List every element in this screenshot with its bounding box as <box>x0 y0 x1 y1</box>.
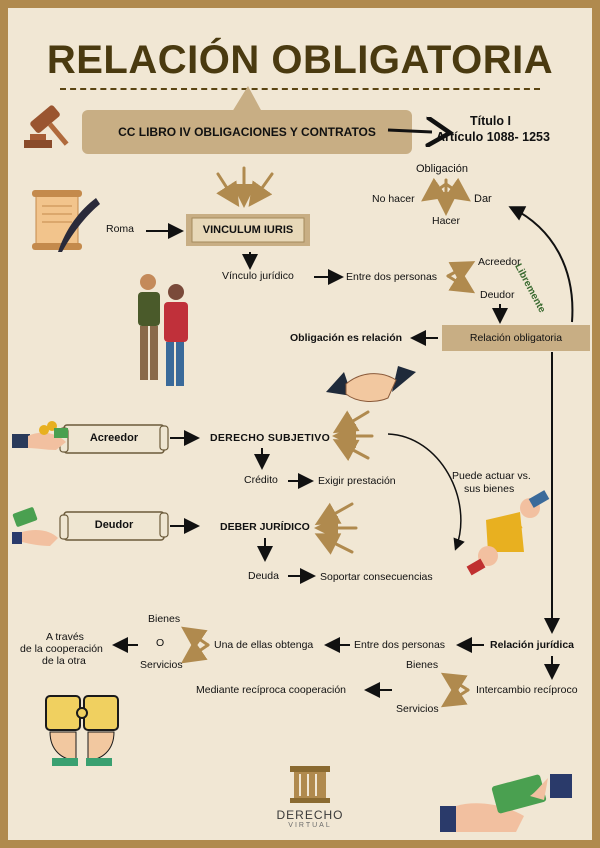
obligacion-es-relacion-label: Obligación es relación <box>290 332 403 344</box>
hand-money-icon <box>12 421 68 450</box>
entre-dos-personas-label: Entre dos personas <box>346 271 438 283</box>
vs-fists-icon <box>466 490 550 576</box>
a-traves-label-1: A través <box>46 631 84 643</box>
derecho-subjetivo-label: DERECHO SUBJETIVO <box>210 432 331 444</box>
deudor-label: Deudor <box>480 289 515 301</box>
bienes-label-2: Bienes <box>406 659 439 671</box>
deudor-box-label: Deudor <box>94 519 134 531</box>
vinculo-juridico-label: Vínculo jurídico <box>222 270 294 282</box>
handshake-icon <box>326 366 416 402</box>
hands-cash-icon <box>12 507 58 546</box>
a-traves-label-3: de la otra <box>42 655 86 667</box>
gavel-icon <box>24 105 69 148</box>
roma-label: Roma <box>106 223 135 235</box>
entre-dos-personas-label-2: Entre dos personas <box>354 639 446 651</box>
servicios-label-2: Servicios <box>396 703 439 715</box>
relacion-juridica-label: Relación jurídica <box>490 639 575 651</box>
intercambio-reciproco-label: Intercambio recíproco <box>476 684 578 696</box>
bienes-label-1: Bienes <box>148 613 181 625</box>
obligacion-label: Obligación <box>416 163 468 175</box>
exigir-prestacion-label: Exigir prestación <box>318 475 396 487</box>
puede-actuar-label-2: sus bienes <box>464 483 515 495</box>
acreedor-label: Acreedor <box>478 256 521 268</box>
soportar-consecuencias-label: Soportar consecuencias <box>320 571 433 583</box>
una-de-ellas-label: Una de ellas obtenga <box>214 639 314 651</box>
servicios-label-1: Servicios <box>140 659 183 671</box>
dar-label: Dar <box>474 193 492 205</box>
relacion-obligatoria-label: Relación obligatoria <box>469 332 563 344</box>
deuda-label: Deuda <box>248 570 279 582</box>
column-logo-icon <box>290 766 330 803</box>
vinculum-iuris-label: VINCULUM IURIS <box>202 224 294 236</box>
puede-actuar-label-1: Puede actuar vs. <box>452 470 531 482</box>
scroll-quill-icon <box>32 190 100 252</box>
brand-subtitle: VIRTUAL <box>288 822 332 829</box>
acreedor-box-label: Acreedor <box>89 432 139 444</box>
title-underline <box>60 88 540 90</box>
a-traves-label-2: de la cooperación <box>20 643 103 655</box>
puzzle-hands-icon <box>45 695 119 766</box>
hacer-label: Hacer <box>432 215 461 227</box>
deber-juridico-label: DEBER JURÍDICO <box>220 521 310 533</box>
hand-cash-bottom-icon <box>440 774 572 832</box>
articulo-label: Artículo 1088- 1253 <box>436 130 550 144</box>
brand-name: DERECHO <box>276 808 344 822</box>
two-people-illustration <box>138 274 188 386</box>
credito-label: Crédito <box>244 474 278 486</box>
titulo-label: Título I <box>470 114 511 128</box>
no-hacer-label: No hacer <box>372 193 415 205</box>
legal-code-label: CC LIBRO IV OBLIGACIONES Y CONTRATOS <box>118 125 376 139</box>
vs-label: VS <box>488 518 523 548</box>
page-title: RELACIÓN OBLIGATORIA <box>46 38 554 82</box>
mediante-cooperacion-label: Mediante recíproca cooperación <box>196 684 347 696</box>
o-label: O <box>156 637 165 649</box>
